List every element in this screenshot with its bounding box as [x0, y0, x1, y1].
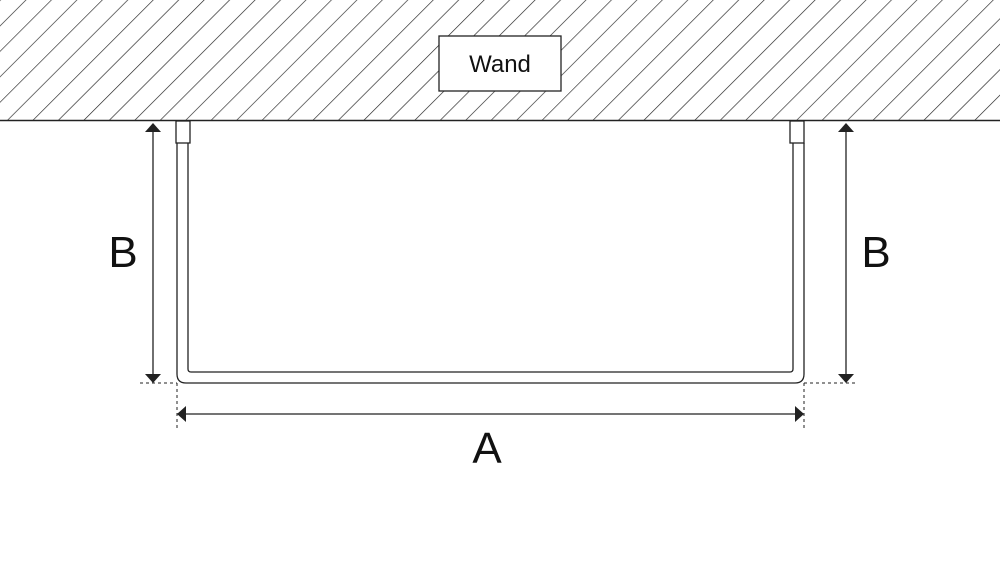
wall-mounts — [175, 120, 805, 144]
dimension-b-right-label: B — [861, 228, 890, 277]
dimension-a-label: A — [472, 424, 502, 473]
wall-mount-right — [789, 120, 805, 144]
dimension-b-left-label: B — [108, 228, 137, 277]
dimension-a-arrow-right — [795, 406, 804, 422]
u-rod — [176, 143, 805, 384]
wall-mount-left — [175, 120, 191, 144]
u-rod-outer — [176, 143, 805, 384]
dimension-b-left-arrow-bottom — [145, 374, 161, 383]
dimension-b-left: B — [108, 123, 177, 384]
u-rod-inner — [187, 143, 794, 373]
dimension-b-right-arrow-bottom — [838, 374, 854, 383]
dimension-a: A — [176, 383, 805, 473]
dimension-b-right: B — [804, 123, 891, 384]
wall-label: Wand — [438, 35, 562, 92]
dimension-a-arrow-left — [177, 406, 186, 422]
dimension-b-right-arrow-top — [838, 123, 854, 132]
dimension-b-left-arrow-top — [145, 123, 161, 132]
wall-label-text: Wand — [469, 51, 531, 78]
wall-label-box — [438, 35, 562, 92]
